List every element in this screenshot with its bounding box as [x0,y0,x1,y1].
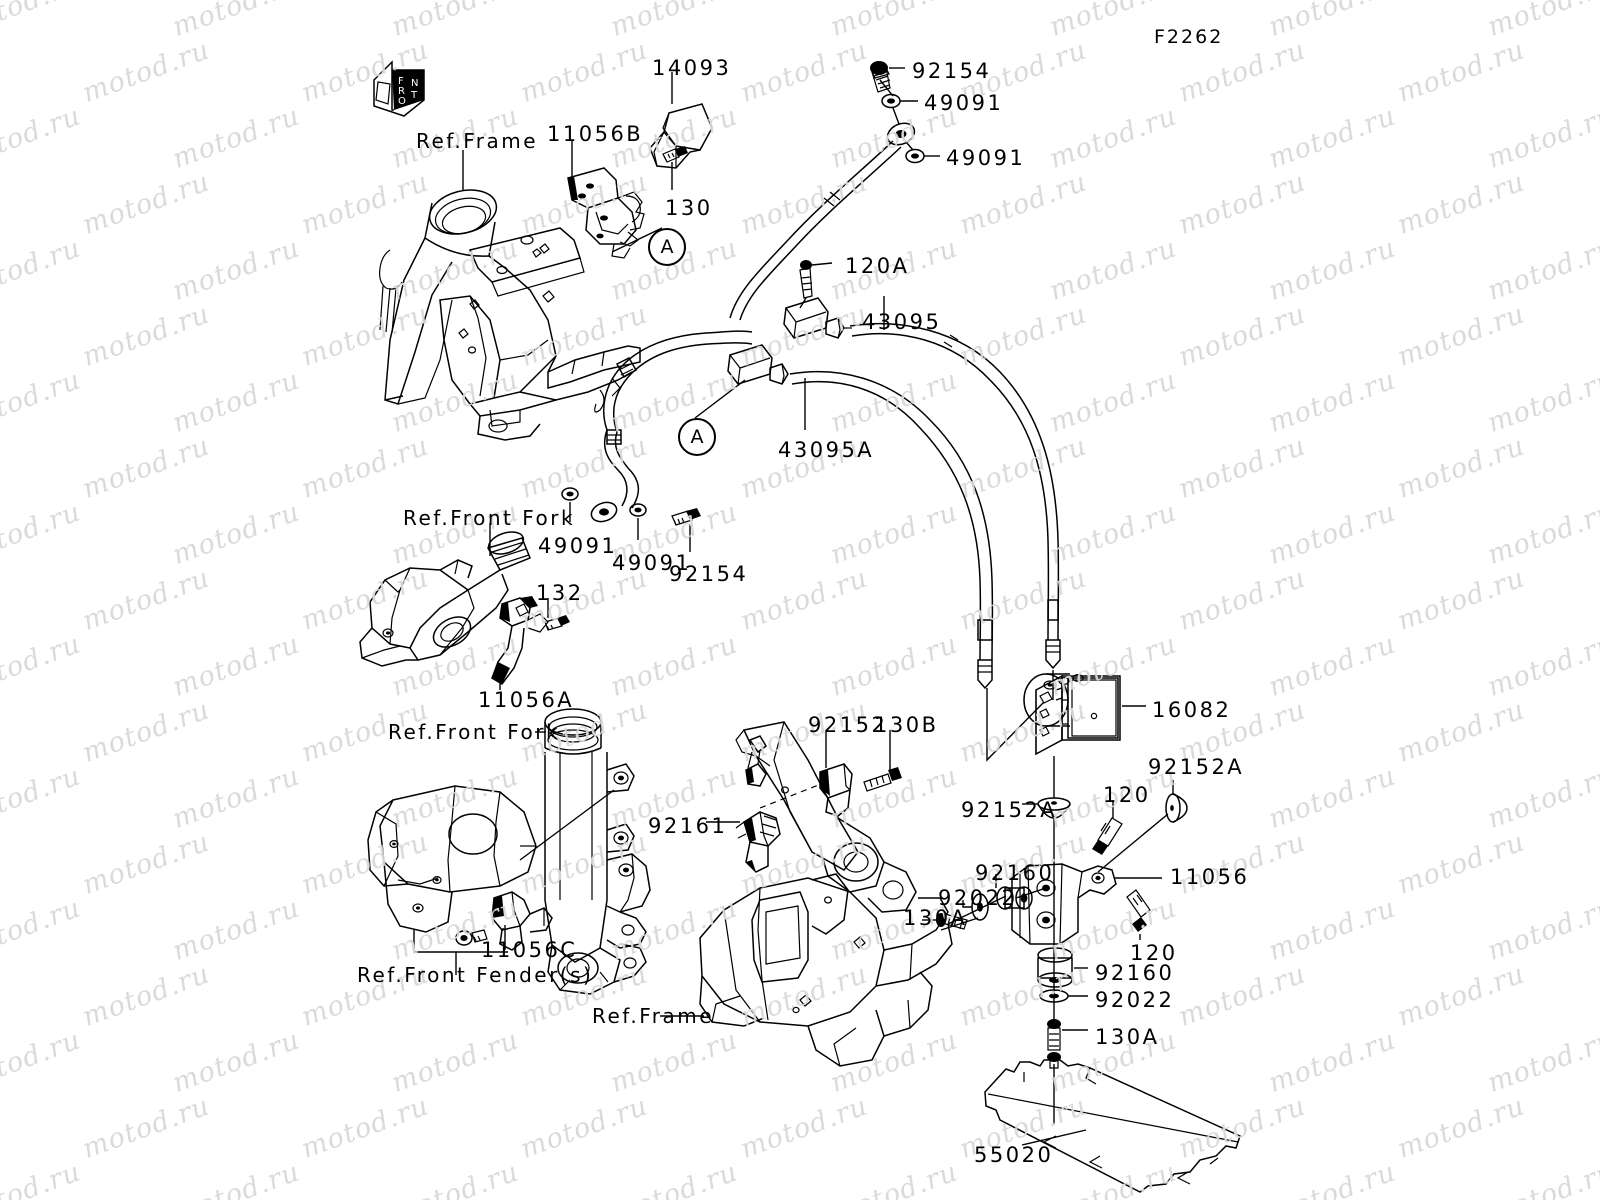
ref-frame-bottom-label: Ref.Frame [592,1004,715,1028]
pipe-43095A-end-fitting [977,619,993,690]
leader-92160-upper-axis [1015,887,1047,899]
part-120A-bolt [799,260,833,309]
frame-head-assembly [379,189,641,441]
pipe-43095-inner [851,333,1050,641]
pipe-43095-end-fitting [1045,599,1061,670]
leader-130A-left-axis [940,917,979,931]
hose-fork-lower-outer [603,429,628,507]
ref-frame-top-label: Ref.Frame [416,129,539,153]
banjo-fitting-fork [561,487,701,552]
hose-collars [606,357,638,445]
svg-text:O: O [398,96,406,107]
ref-front-fork-lower-label: Ref.Front Fork [388,720,561,744]
part-label-92160-upper: 92160 [975,861,1055,885]
pipe-43095A-inner [791,381,982,661]
front-fender-assembly [367,785,537,933]
part-label-92152A-left: 92152A [961,798,1058,822]
hose-fork-upper-inner [612,342,753,433]
svg-text:F: F [398,76,404,87]
leader-callout-A-mid [694,379,746,419]
fork-tube-small-clip [745,735,767,787]
junction-block-upper [783,297,852,339]
leader-55020 [1021,1129,1087,1146]
ref-front-fender-label: Ref.Front Fender(s) [357,963,594,987]
front-direction-indicator: F R O N T [370,58,430,120]
svg-text:N: N [411,78,418,89]
part-label-92022-upper: 92022 [938,886,1018,910]
pipe-43095A-outer [789,371,994,661]
banjo-fitting-top [870,61,940,164]
ref-front-fork-upper-label: Ref.Front Fork [403,506,576,530]
part-130B-bolt [863,767,902,792]
callout-marker-A-top: A [648,228,686,266]
part-label-92152: 92152 [808,713,888,737]
part-label-49091-lower: 49091 [946,146,1026,170]
part-label-14093: 14093 [652,56,732,80]
part-label-92154-top: 92154 [912,59,992,83]
pipe-43095-outer [849,322,1060,641]
part-11056B-bracket [567,167,645,259]
part-label-11056A: 11056A [478,688,575,712]
part-label-92160-lower: 92160 [1095,961,1175,985]
leader-pipe-to-modulator-A [986,688,1045,762]
leader-92152A-right-to-bracket [1097,813,1169,873]
part-label-132: 132 [536,581,584,605]
leader-ref-front-fender-bracket [413,930,508,953]
part-92161-clamp [735,811,781,873]
part-label-130A-lower: 130A [1095,1025,1160,1049]
part-label-130: 130 [665,196,713,220]
part-label-120-lower: 120 [1130,941,1178,965]
part-14093-cover [649,103,713,169]
part-11056C-clamp [455,891,553,951]
part-120-bolt-upper [1092,817,1123,855]
part-label-130B: 130B [874,713,939,737]
part-label-49091-fork-left: 49091 [538,534,618,558]
part-label-43095A: 43095A [778,438,875,462]
part-label-11056: 11056 [1170,865,1250,889]
hose-fork-upper-outer [603,330,753,431]
part-11056-bracket [1011,863,1117,945]
part-55020-guard-plate [984,1059,1241,1193]
part-label-49091-upper: 49091 [924,91,1004,115]
part-130-bolt [662,146,688,163]
part-label-92154-fork: 92154 [669,562,749,586]
part-16082-abs-modulator [1023,673,1121,756]
part-label-55020: 55020 [974,1143,1054,1167]
part-label-11056C: 11056C [481,938,578,962]
part-label-92161: 92161 [648,814,728,838]
sheet-code: F2262 [1154,26,1224,48]
part-label-16082: 16082 [1152,698,1232,722]
front-fork-upper-assembly [359,531,531,667]
leader-130A-axis-long [947,895,1007,925]
part-label-92152A-right: 92152A [1148,755,1245,779]
part-label-43095: 43095 [862,310,942,334]
part-label-11056B: 11056B [547,122,644,146]
part-120-bolt-lower [1126,889,1151,932]
svg-text:R: R [398,86,405,97]
leader-92022-upper [962,900,972,908]
hose-upper-outer [729,140,894,319]
part-label-120A: 120A [845,254,910,278]
part-label-92022-lower: 92022 [1095,988,1175,1012]
junction-block-lower [727,344,789,385]
part-92160-damper-lower [1037,947,1073,988]
frame-lower-assembly [699,721,953,1067]
callout-marker-A-mid: A [678,418,716,456]
part-label-120-upper: 120 [1103,783,1151,807]
part-11056A-bracket [491,596,570,685]
front-fork-lower-assembly [544,708,651,995]
part-label-130A-left: 130A [903,906,968,930]
hose-upper-inner [739,146,902,321]
part-label-49091-fork-right: 49091 [612,551,692,575]
svg-text:T: T [410,90,418,101]
